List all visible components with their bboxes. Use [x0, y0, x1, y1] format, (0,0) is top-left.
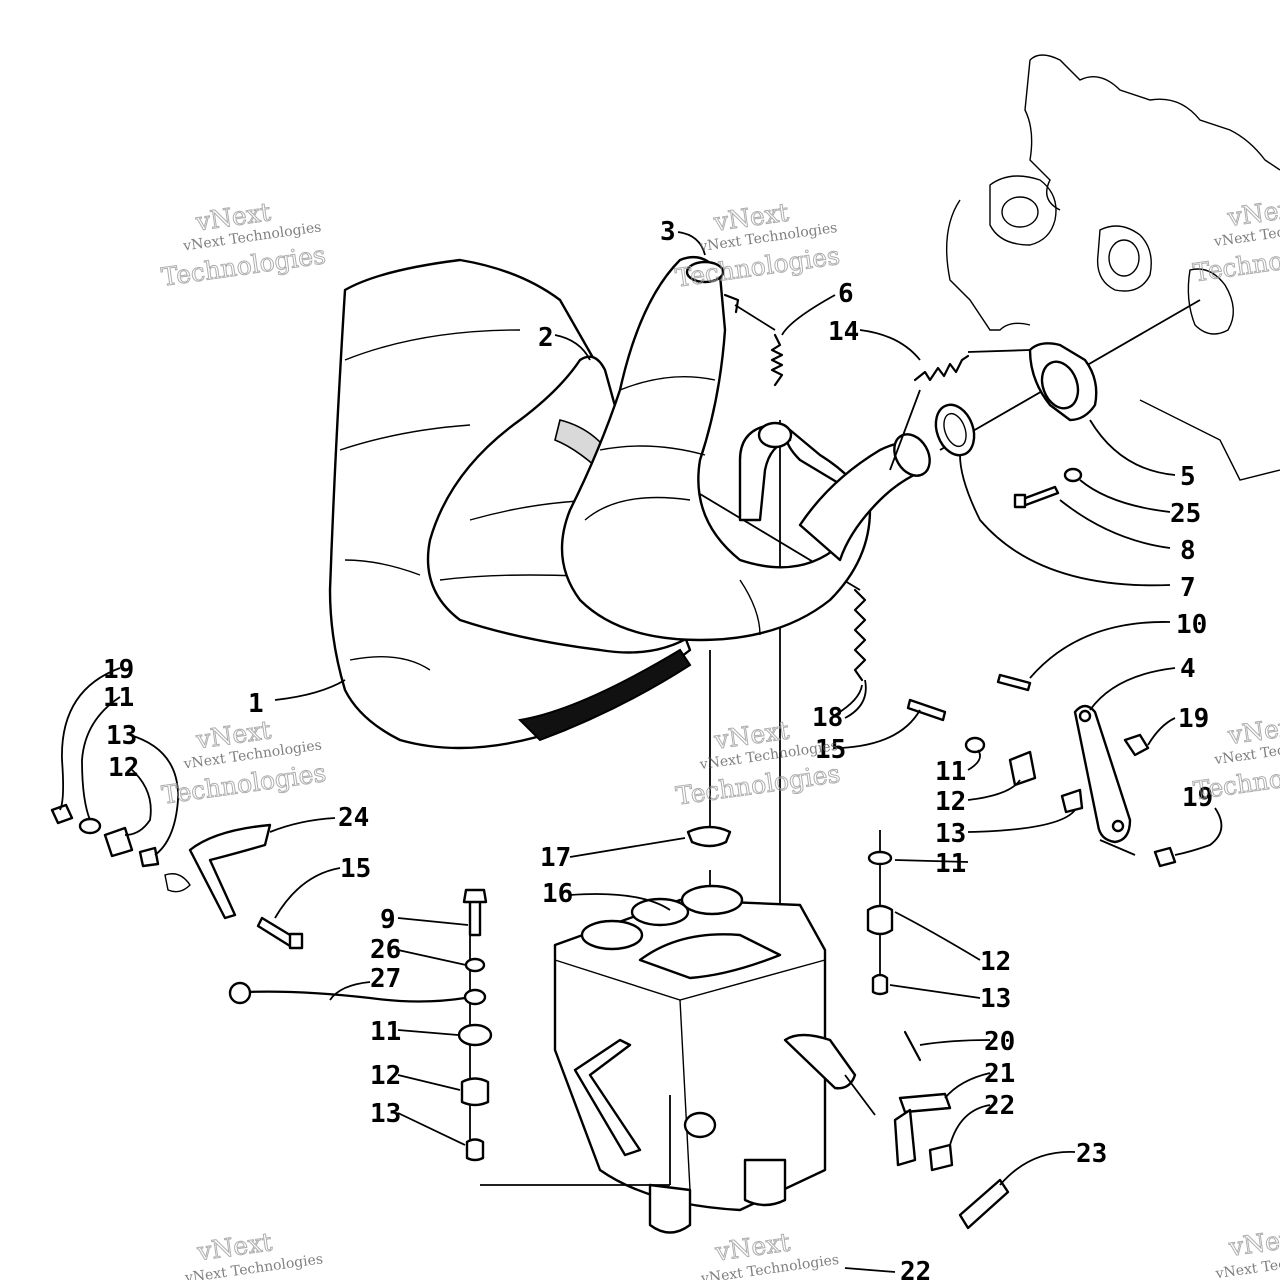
callout-12-right-lower: 12	[980, 947, 1011, 977]
watermark-bottom-left: vNext vNext Technologies	[183, 1227, 324, 1280]
grommet-part-17	[686, 825, 732, 848]
callout-25: 25	[1170, 499, 1201, 529]
callout-16: 16	[542, 879, 573, 909]
watermark-bottom-center: vNext vNext Technologies	[699, 1227, 840, 1280]
callout-7: 7	[1180, 573, 1196, 603]
manifold-elbow-pipe	[738, 421, 931, 562]
callout-21: 21	[984, 1059, 1015, 1089]
callout-17: 17	[540, 843, 571, 873]
callout-6: 6	[838, 279, 854, 309]
mount-hardware-right	[866, 698, 1084, 996]
callout-4: 4	[1180, 654, 1196, 684]
callout-18: 18	[812, 703, 843, 733]
callout-1: 1	[248, 689, 264, 719]
expansion-chamber-part-3	[560, 255, 872, 642]
watermark-bottom-right: vNext vNext Technologies	[1214, 1222, 1280, 1280]
callout-8: 8	[1180, 536, 1196, 566]
svg-text:vNext: vNext	[1226, 1223, 1280, 1262]
bracket-assembly-right	[996, 673, 1177, 868]
callout-15-left: 15	[340, 854, 371, 884]
sensor-clamp-assembly	[844, 1030, 1010, 1230]
callout-5: 5	[1180, 462, 1196, 492]
callout-11-left: 11	[103, 683, 134, 713]
callout-13-left: 13	[106, 721, 137, 751]
watermark-top-center: vNext vNext Technologies Technologies	[673, 197, 842, 293]
callout-10: 10	[1176, 610, 1207, 640]
flange-and-gasket	[934, 342, 1098, 457]
callout-12-right-upper: 12	[935, 787, 966, 817]
callout-3: 3	[660, 217, 676, 247]
watermark-middle-left: vNext vNext Technologies Technologies	[159, 715, 328, 811]
callout-11-right-lower: 11	[935, 849, 966, 879]
callout-27: 27	[370, 964, 401, 994]
callout-2: 2	[538, 323, 554, 353]
stack-hardware-center	[228, 888, 671, 1186]
callout-26: 26	[370, 935, 401, 965]
callout-24: 24	[338, 803, 369, 833]
callout-13-right-lower: 13	[980, 984, 1011, 1014]
callout-19-right-upper: 19	[1178, 704, 1209, 734]
callout-23: 23	[1076, 1139, 1107, 1169]
watermark-top-left: vNext vNext Technologies Technologies	[159, 197, 328, 293]
callout-13-center: 13	[370, 1099, 401, 1129]
callout-12-left: 12	[108, 753, 139, 783]
callout-13-right-upper: 13	[935, 819, 966, 849]
callout-19-right-lower: 19	[1182, 783, 1213, 813]
callout-numbers: 1 2 3 4 5 6 7 8 9 10 11 11 11 11 12 12 1…	[103, 217, 1213, 1280]
callout-12-center: 12	[370, 1061, 401, 1091]
mount-hardware-left	[50, 803, 304, 950]
engine-block	[946, 54, 1280, 481]
watermark-top-right: vNext vNext Technologies Technologies	[1191, 192, 1280, 288]
callout-15-right: 15	[815, 735, 846, 765]
silencer-box-part-16	[553, 884, 857, 1234]
callout-9: 9	[380, 905, 396, 935]
callout-20: 20	[984, 1027, 1015, 1057]
callout-14: 14	[828, 317, 859, 347]
callout-22-lower: 22	[900, 1257, 931, 1280]
springs	[734, 304, 1031, 682]
callout-leaders	[59, 231, 1223, 1273]
callout-11-right-upper: 11	[935, 757, 966, 787]
callout-22-upper: 22	[984, 1091, 1015, 1121]
callout-11-center: 11	[370, 1017, 401, 1047]
callout-19-left: 19	[103, 655, 134, 685]
bolt-8-and-washer-25	[1013, 467, 1083, 509]
